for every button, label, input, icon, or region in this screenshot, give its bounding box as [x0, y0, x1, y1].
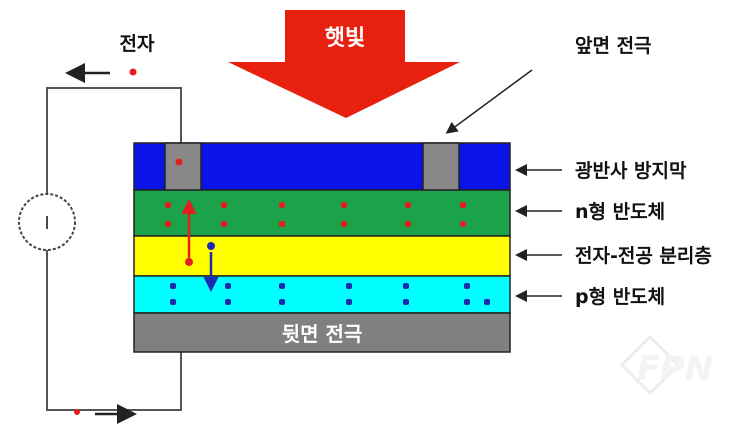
front-electrode-pointer — [445, 69, 533, 134]
front-electrode-contact — [164, 142, 202, 191]
hole-dot — [346, 299, 352, 305]
electron-dot — [460, 221, 466, 227]
ammeter-symbol: I — [44, 213, 49, 234]
n-type-layer — [133, 189, 511, 237]
watermark-logo: FPN — [619, 334, 714, 396]
svg-text:FPN: FPN — [637, 349, 714, 389]
hole-dot — [170, 299, 176, 305]
electron-dot — [165, 221, 171, 227]
hole-dot — [279, 283, 285, 289]
hole-dot — [403, 283, 409, 289]
layer-label: 광반사 방지막 — [575, 160, 687, 182]
hole-dot — [464, 299, 470, 305]
front-electrode-label: 앞면 전극 — [575, 35, 652, 57]
electron-dot — [221, 221, 227, 227]
electron-dot — [341, 202, 347, 208]
separation-layer — [133, 235, 511, 277]
hole-dot — [346, 283, 352, 289]
electron-dot — [405, 221, 411, 227]
external-circuit — [46, 87, 182, 411]
hole-dot — [279, 299, 285, 305]
hole-dot — [484, 299, 490, 305]
electron-dot — [279, 202, 285, 208]
hole-dot — [403, 299, 409, 305]
hole-dot — [170, 283, 176, 289]
electron-dot — [221, 202, 227, 208]
layer-label: n형 반도체 — [575, 201, 665, 223]
electron-dot — [185, 258, 193, 266]
layer-label: p형 반도체 — [575, 286, 665, 308]
sunlight-label: 햇빛 — [325, 26, 365, 51]
electron-dot — [129, 68, 137, 76]
p-type-layer — [133, 275, 511, 314]
electron-label: 전자 — [120, 33, 155, 55]
layer-label: 전자-전공 분리층 — [575, 245, 712, 267]
hole-dot — [207, 242, 215, 250]
electron-dot — [74, 409, 80, 415]
electron-dot — [279, 221, 285, 227]
electron-dot — [341, 221, 347, 227]
electron-dot — [460, 202, 466, 208]
hole-dot — [225, 299, 231, 305]
front-electrode-contact — [422, 142, 460, 191]
electron-dot — [165, 202, 171, 208]
cell-stack — [133, 142, 511, 353]
ammeter-icon: I — [18, 193, 76, 251]
sunlight-arrow: 햇빛 — [228, 10, 460, 118]
charge-carriers — [165, 202, 490, 305]
back-electrode-layer — [133, 312, 511, 353]
electron-dot — [405, 202, 411, 208]
hole-dot — [464, 283, 470, 289]
back-electrode-label: 뒷면 전극 — [282, 322, 363, 346]
hole-dot — [225, 283, 231, 289]
electron-dot — [175, 158, 183, 166]
